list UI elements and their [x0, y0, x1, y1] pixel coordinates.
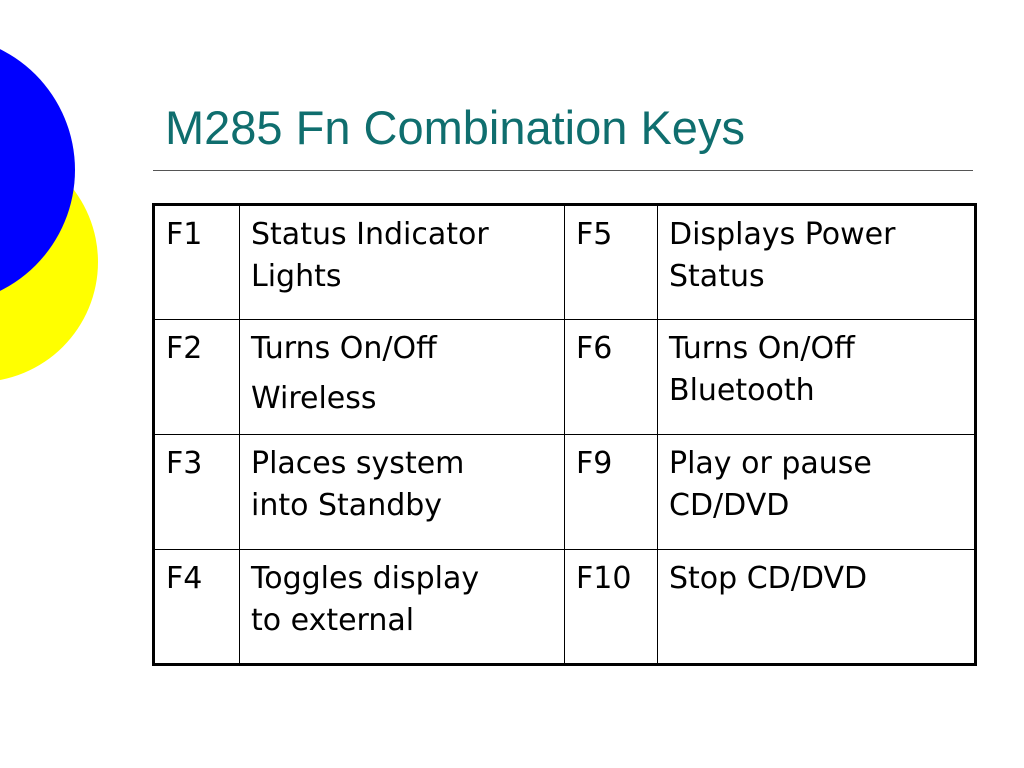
slide-title: M285 Fn Combination Keys [165, 101, 745, 154]
key-cell: F3 [153, 434, 240, 550]
key-cell: F4 [153, 549, 240, 665]
key-cell: F6 [564, 319, 658, 435]
key-cell: F2 [153, 319, 240, 435]
title-divider [153, 170, 973, 171]
description-cell: Stop CD/DVD [657, 549, 976, 665]
blue-circle [0, 49, 75, 291]
key-cell: F1 [153, 204, 240, 320]
key-cell: F5 [564, 204, 658, 320]
key-cell: F10 [564, 549, 658, 665]
key-cell: F9 [564, 434, 658, 550]
decorative-circles [0, 49, 98, 380]
